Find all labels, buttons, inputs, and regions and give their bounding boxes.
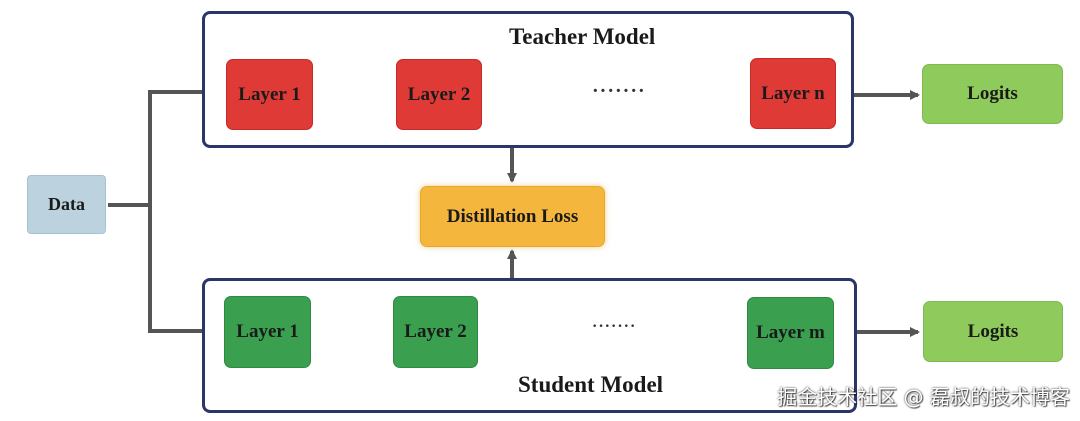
teacher-layer-2: Layer 2: [396, 59, 482, 130]
teacher-layer-n: Layer n: [750, 58, 836, 129]
distillation-loss-box: Distillation Loss: [420, 186, 605, 247]
student-model-title: Student Model: [518, 372, 664, 397]
teacher-ellipsis: ·······: [592, 80, 646, 102]
student-layer-2: Layer 2: [393, 296, 478, 368]
student-logits-box: Logits: [923, 301, 1063, 362]
data-input-box: Data: [27, 175, 106, 234]
data-split-line: [108, 87, 224, 207]
student-layer-1: Layer 1: [224, 296, 311, 368]
watermark-text: 掘金技术社区 @ 磊叔的技术博客: [777, 385, 1070, 409]
student-layer-m: Layer m: [747, 297, 834, 369]
teacher-layer-1: Layer 1: [226, 59, 313, 130]
student-ellipsis: ·······: [592, 318, 637, 335]
teacher-model-title: Teacher Model: [509, 24, 656, 49]
data-split-line-student: [148, 205, 224, 336]
teacher-logits-box: Logits: [922, 64, 1063, 124]
